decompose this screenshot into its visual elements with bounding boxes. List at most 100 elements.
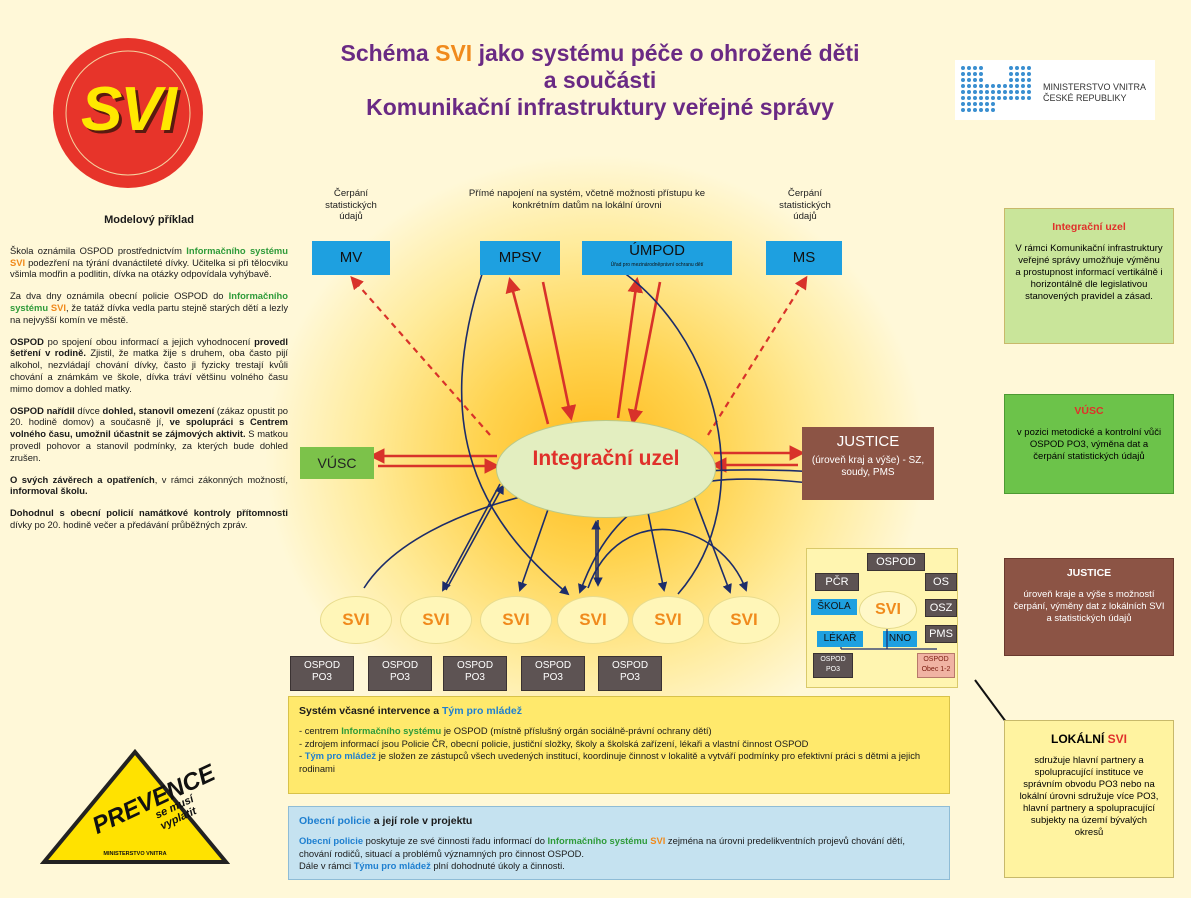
prevence-triangle (39, 748, 231, 864)
title-line1-pre: Schéma (340, 40, 436, 66)
svi-node: SVI (400, 596, 472, 644)
local-lekar: LÉKAŘ (817, 631, 863, 647)
box1-l3-b: Tým pro mládež (304, 750, 377, 762)
box1-l3-a: - (299, 750, 305, 762)
po3-label: PO3 (389, 672, 410, 683)
svi-node: SVI (557, 596, 629, 644)
p4-e: ve spolupráci s Centrem volného času, um… (10, 416, 288, 440)
local-ospod-obec: OSPOD Obec 1-2 (917, 653, 955, 678)
po3-label: PO3 (464, 672, 485, 683)
info-vusc-text: v pozici metodické a kontrolní vůči OSPO… (1016, 427, 1162, 462)
info-vusc: VÚSC v pozici metodické a kontrolní vůči… (1004, 394, 1174, 494)
example-column: Modelový příklad Škola oznámila OSPOD pr… (10, 214, 288, 541)
box1-title: Systém včasné intervence a Tým pro mláde… (299, 705, 939, 717)
ministry-logo: MINISTERSTVO VNITRA ČESKÉ REPUBLIKY (955, 60, 1155, 120)
box1-l1-c: je OSPOD (místně příslušný orgán sociáln… (441, 725, 712, 737)
p4-c: dohled, stanovil omezení (102, 404, 215, 416)
local-pms: PMS (925, 625, 957, 643)
box2-title-b: a její role v projektu (370, 815, 473, 827)
local-ospod-obec-l2: Obec 1-2 (921, 666, 951, 673)
solid-red-arrows (368, 276, 806, 474)
ospod-label: OSPOD (456, 660, 494, 671)
poster-title: Schéma SVI jako systému péče o ohrožené … (300, 40, 900, 121)
example-p2: Za dva dny oznámila obecní policie OSPOD… (10, 290, 288, 325)
p4-a: OSPOD nařídil (10, 404, 75, 416)
local-svi-panel: OSPOD PČR OS ŠKOLA SVI OSZ LÉKAŘ NNO PMS… (806, 548, 958, 688)
note-stats-left: Čerpání statistických údajů (325, 188, 377, 222)
local-ospod-po3-l2: PO3 (825, 666, 840, 673)
example-p3: OSPOD po spojení obou informací a jejich… (10, 336, 288, 395)
node-umpod: ÚMPOD Úřad pro mezinárodněprávní ochranu… (582, 241, 732, 275)
box1-l1-b: Informačního systému (341, 725, 442, 737)
info-local-svi: LOKÁLNÍ SVI sdružuje hlavní partnery a s… (1004, 720, 1174, 878)
local-osz: OSZ (925, 599, 957, 617)
box2-t1-a: Obecní policie (299, 835, 364, 847)
p1-svi: SVI (10, 256, 26, 268)
title-line1-post: jako systému péče o ohrožené děti (472, 40, 860, 66)
ministry-line2: ČESKÉ REPUBLIKY (1043, 93, 1127, 103)
box2-t1-e: zejména na úrovni predelikventních proje… (299, 835, 906, 859)
p6-a: Dohodnul s obecní policií namátkové kont… (10, 507, 288, 519)
box1-title-b: Tým pro mládež (442, 705, 522, 717)
node-mv: MV (312, 241, 390, 275)
title-line2: a součásti (543, 67, 657, 93)
info-local-text: sdružuje hlavní partnery a spolupracujíc… (1019, 755, 1159, 838)
p5-a: O svých závěrech a opatřeních (10, 473, 155, 485)
box-municipal-police: Obecní policie a její role v projektu Ob… (288, 806, 950, 880)
local-ospod-po3-l1: OSPOD (820, 656, 846, 663)
box1-title-a: Systém včasné intervence a (299, 705, 443, 717)
umpod-subtitle: Úřad pro mezinárodněprávní ochranu dětí (610, 262, 704, 268)
local-ospod-po3: OSPOD PO3 (813, 653, 853, 678)
p2-b: , že tatáž dívka vedla partu stejně star… (10, 301, 289, 325)
info-local-title: LOKÁLNÍ SVI (1005, 733, 1173, 745)
ministry-line1: MINISTERSTVO VNITRA (1043, 82, 1147, 92)
po3-label: PO3 (542, 672, 563, 683)
ministry-dots-icon (961, 66, 1031, 112)
p2-is: Informačního systému (10, 290, 288, 313)
dashed-stat-arrows (350, 275, 808, 436)
justice-sub: (úroveň kraj a výše) - SZ, soudy, PMS (811, 455, 925, 478)
svi-logo-text: SVI (81, 75, 177, 144)
info-iu-title: Integrační uzel (1052, 221, 1126, 233)
p2-a: Za dva dny oznámila obecní policie OSPOD… (10, 290, 229, 302)
box2-t1-c: Informačního systému (547, 835, 648, 847)
svi-node: SVI (320, 596, 392, 644)
info-vusc-title: VÚSC (1074, 405, 1104, 417)
po3-label: PO3 (619, 672, 640, 683)
p4-f: S matkou provedl pohovor a stanovil podm… (10, 428, 288, 463)
box1-line1: - centrem Informačního systému je OSPOD … (299, 725, 939, 737)
p3-d: Zjistil, že matka žije s druhem, oba čas… (10, 347, 288, 394)
prevence-logo: PREVENCE se musí vyplatit MINISTERSTVO V… (39, 748, 231, 866)
p4-b: dívce (74, 404, 103, 416)
prevence-footer: MINISTERSTVO VNITRA (103, 851, 167, 857)
p1-a: Škola oznámila OSPOD prostřednictvím (10, 244, 187, 256)
p4-d: (zákaz opustit po 20. hodině domov) a so… (10, 404, 288, 428)
node-justice: JUSTICE (úroveň kraj a výše) - SZ, soudy… (802, 427, 934, 500)
example-p5: O svých závěrech a opatřeních, v rámci z… (10, 474, 288, 498)
umpod-title: ÚMPOD (629, 242, 685, 259)
box2-t1-b: poskytuje ze své činnosti řadu informací… (363, 835, 548, 847)
info-justice-text: úroveň kraje a výše s možností čerpání, … (1013, 589, 1165, 624)
note-stats-right: Čerpání statistických údajů (779, 188, 831, 222)
info-iu-text: V rámci Komunikační infrastruktury veřej… (1015, 243, 1163, 302)
example-heading: Modelový příklad (104, 214, 194, 226)
info-integration-hub: Integrační uzel V rámci Komunikační infr… (1004, 208, 1174, 344)
ospod-label: OSPOD (534, 660, 572, 671)
p5-b: , v rámci zákonných možností, (154, 473, 288, 485)
node-mpsv: MPSV (480, 241, 560, 275)
local-panel-lines (840, 629, 937, 650)
box1-line3: - Tým pro mládež je složen ze zástupců v… (299, 750, 939, 775)
box-early-intervention: Systém včasné intervence a Tým pro mláde… (288, 696, 950, 794)
ospod-label: OSPOD (611, 660, 649, 671)
p2-svi: SVI (50, 301, 66, 313)
box2-title: Obecní policie a její role v projektu (299, 815, 939, 827)
p1-is: Informačního systému (186, 244, 288, 256)
local-ospod-obec-l1: OSPOD (923, 656, 949, 663)
ospod-label: OSPOD (381, 660, 419, 671)
title-svi: SVI (435, 40, 473, 66)
note-direct-access: Přímé napojení na systém, včetně možnost… (468, 188, 706, 211)
local-skola: ŠKOLA (811, 599, 857, 615)
node-vusc: VÚSC (300, 447, 374, 479)
svi-logo-graphic (53, 38, 203, 188)
